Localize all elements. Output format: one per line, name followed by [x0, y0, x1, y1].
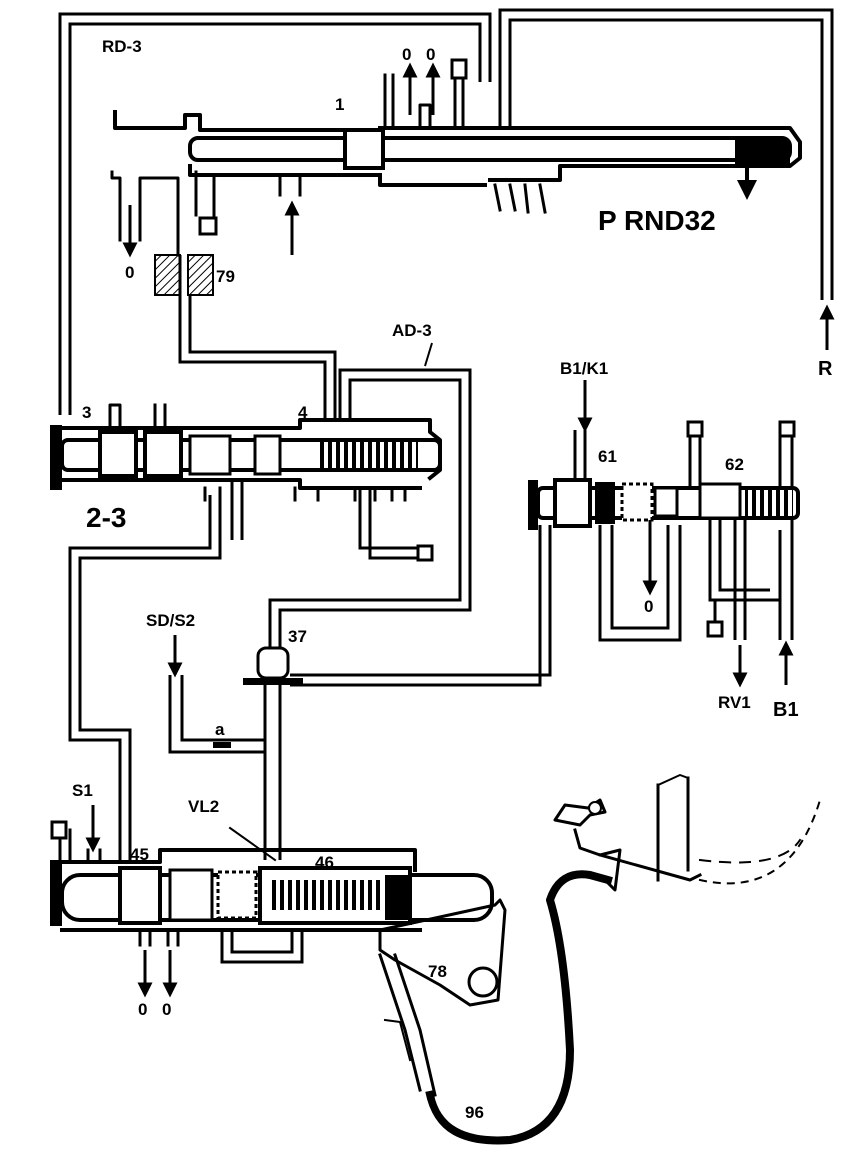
label-vl2: VL2: [188, 797, 219, 816]
shift-valve-2-3: [50, 403, 442, 860]
valve-61-62: [290, 380, 800, 688]
label-zero-bottom-2: 0: [162, 1000, 171, 1019]
label-b1: B1: [773, 699, 799, 721]
label-zero-top-2: 0: [426, 45, 435, 64]
r-passage: [498, 8, 835, 350]
check-valve-37: [167, 635, 303, 860]
label-four: 4: [298, 403, 308, 422]
label-zero-left: 0: [125, 263, 134, 282]
pressure-valve-45-46: [50, 805, 494, 998]
label-prnd: P RND32: [598, 205, 716, 236]
label-2-3: 2-3: [86, 502, 126, 533]
label-61: 61: [598, 447, 617, 466]
label-a: a: [215, 720, 225, 739]
selector-linkage: [553, 774, 822, 892]
label-79: 79: [216, 267, 235, 286]
label-96: 96: [465, 1103, 484, 1122]
label-zero-right: 0: [644, 597, 653, 616]
restrictor-79: [154, 254, 337, 418]
lever-78: [378, 898, 507, 1097]
label-62: 62: [725, 455, 744, 474]
label-b1k1: B1/K1: [560, 359, 608, 378]
label-ad3: AD-3: [392, 321, 432, 340]
label-sds2: SD/S2: [146, 611, 195, 630]
label-78: 78: [428, 962, 447, 981]
label-one: 1: [335, 95, 344, 114]
label-zero-bottom-1: 0: [138, 1000, 147, 1019]
label-37: 37: [288, 627, 307, 646]
label-three: 3: [82, 403, 91, 422]
manual-valve-1: [110, 58, 802, 258]
label-rv1: RV1: [718, 693, 751, 712]
label-46: 46: [315, 853, 334, 872]
label-s1: S1: [72, 781, 93, 800]
cable-96: [425, 870, 613, 1145]
rd3-passage: [58, 12, 492, 415]
ad3-passage: [268, 342, 472, 650]
label-rd3: RD-3: [102, 37, 142, 56]
label-45: 45: [130, 845, 149, 864]
label-r: R: [818, 358, 833, 380]
label-zero-top-1: 0: [402, 45, 411, 64]
